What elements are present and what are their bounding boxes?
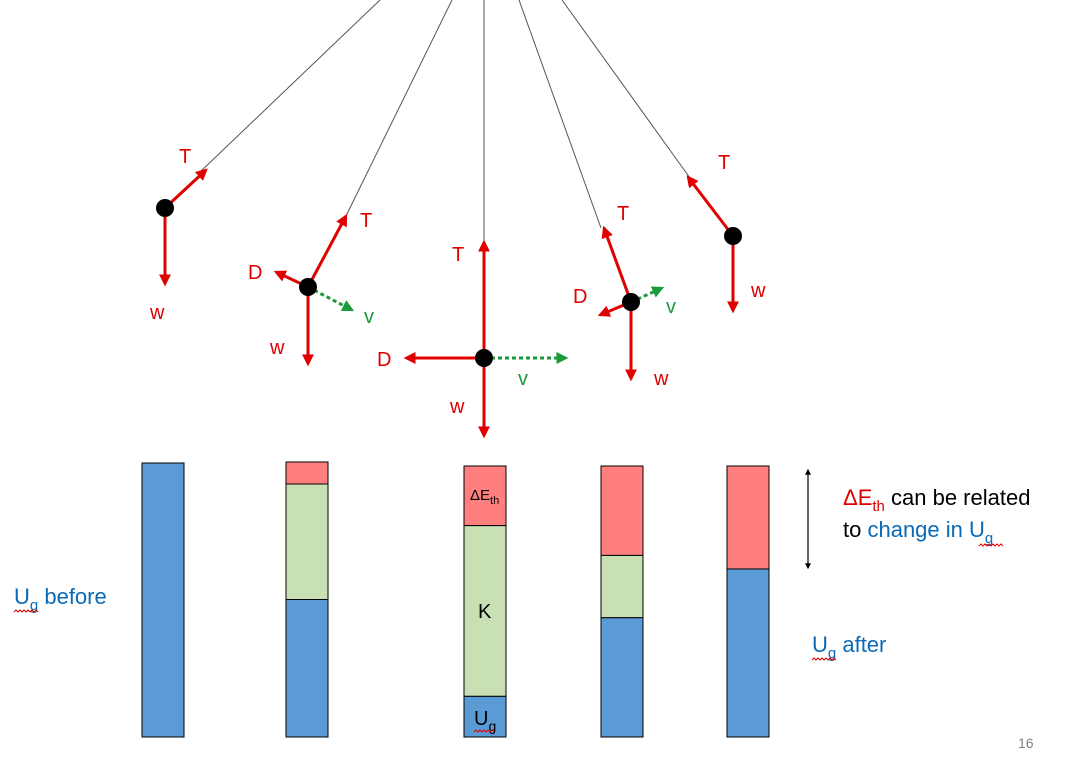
eth-note-rest: can be related <box>885 485 1031 510</box>
pendulum-bob <box>156 199 174 217</box>
potential-energy-segment <box>141 462 185 738</box>
dEth-label-main: ΔE <box>470 487 490 504</box>
ug-before-rest: before <box>38 584 107 609</box>
spellcheck-underline <box>811 657 837 661</box>
weight-label: w <box>653 368 669 390</box>
tension-arrow <box>686 175 735 237</box>
thermal-energy-segment <box>600 465 644 556</box>
velocity-label: v <box>364 306 374 328</box>
ug-after-text: Ug after <box>812 632 886 662</box>
pendulum-position-5: T w <box>686 152 766 314</box>
energy-bars <box>141 461 770 738</box>
ug-after-sub: g <box>828 645 836 662</box>
dEth-label: ΔEth <box>470 487 499 507</box>
dEth-label-sub: th <box>490 495 499 507</box>
tension-arrow <box>163 168 208 210</box>
eth-note-main: ΔE <box>843 485 872 510</box>
velocity-label: v <box>518 368 528 390</box>
tension-arrow <box>306 213 348 288</box>
eth-note-line1: ΔEth can be related <box>843 485 1030 515</box>
ug-before-sub: g <box>30 597 38 614</box>
ug-label-sub: g <box>488 718 496 734</box>
pendulum-position-3: T D v w <box>377 239 569 439</box>
ug-label-main: U <box>474 708 488 730</box>
weight-label: w <box>269 337 285 359</box>
ug-label: Ug <box>474 708 496 734</box>
ug-after-rest: after <box>836 632 886 657</box>
kinetic-energy-segment <box>600 554 644 619</box>
drag-label: D <box>377 349 391 371</box>
potential-energy-segment <box>726 568 770 738</box>
eth-note-blue-sub: g <box>985 530 993 547</box>
eth-note-sub: th <box>872 498 885 515</box>
eth-note-blue: change in U <box>867 517 984 542</box>
kinetic-label: K <box>478 601 492 623</box>
pendulum-position-2: T D v w <box>248 210 374 367</box>
velocity-label: v <box>666 296 676 318</box>
tension-arrow <box>601 225 633 303</box>
bar-4 <box>600 465 644 738</box>
eth-note-line2: to change in Ug <box>843 517 993 547</box>
pendulum-bob <box>475 349 493 367</box>
thermal-energy-segment <box>285 461 329 485</box>
tension-label: T <box>617 203 629 225</box>
pendulum-strings <box>199 0 691 240</box>
ug-before-annotation: Ug before <box>13 584 107 614</box>
weight-label: w <box>149 302 165 324</box>
bar-3-labels: ΔEth K Ug <box>470 487 499 734</box>
page-number: 16 <box>1018 735 1034 751</box>
tension-label: T <box>360 210 372 232</box>
drag-label: D <box>248 262 262 284</box>
potential-energy-segment <box>600 617 644 738</box>
eth-note: ΔEth can be related to change in Ug <box>843 485 1030 547</box>
velocity-arrow <box>630 286 665 304</box>
bar-1 <box>141 462 185 738</box>
potential-energy-segment <box>285 599 329 738</box>
kinetic-energy-segment <box>285 483 329 600</box>
string-2 <box>344 0 453 219</box>
ug-before-text: Ug before <box>14 584 107 614</box>
tension-label: T <box>718 152 730 174</box>
bar-5 <box>726 465 770 738</box>
drag-label: D <box>573 286 587 308</box>
ug-after-annotation: Ug after <box>811 632 886 662</box>
pendulum-position-4: T D v w <box>573 203 676 390</box>
spellcheck-underline <box>978 543 1004 547</box>
pendulum-bob <box>299 278 317 296</box>
kinetic-energy-segment <box>463 525 507 697</box>
spellcheck-underline <box>13 609 39 613</box>
ug-after-main: U <box>812 632 828 657</box>
bar-2 <box>285 461 329 738</box>
tension-label: T <box>179 146 191 168</box>
string-1 <box>199 0 381 173</box>
pendulum-position-1: T w <box>149 146 208 324</box>
thermal-energy-segment <box>726 465 770 570</box>
eth-note-pre: to <box>843 517 867 542</box>
tension-label: T <box>452 244 464 266</box>
pendulum-bob <box>724 227 742 245</box>
ug-before-main: U <box>14 584 30 609</box>
weight-label: w <box>750 280 766 302</box>
potential-energy-segment <box>463 695 507 738</box>
spellcheck-underline <box>473 729 495 733</box>
bar-3 <box>463 465 507 738</box>
string-5 <box>561 0 691 179</box>
string-4 <box>518 0 602 229</box>
thermal-energy-segment <box>463 465 507 527</box>
weight-label: w <box>449 396 465 418</box>
pendulum-bob <box>622 293 640 311</box>
